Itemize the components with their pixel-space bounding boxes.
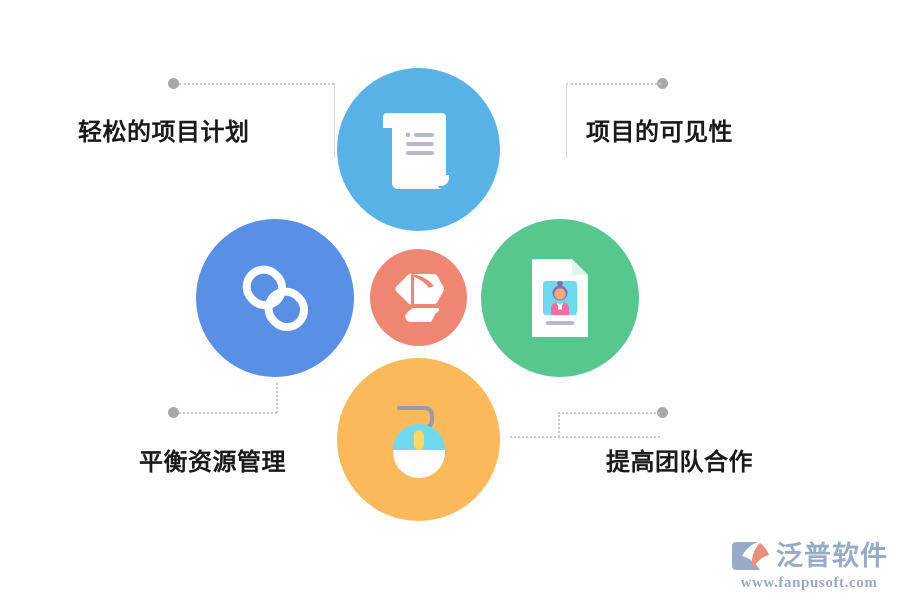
node-circle-right[interactable] [481, 219, 639, 377]
chain-link-icon [242, 265, 309, 332]
connector-dot-bottom-left [168, 407, 179, 418]
computer-mouse-icon [392, 405, 445, 478]
fanpu-logo-icon [732, 542, 769, 570]
label-bottom-right: 提高团队合作 [606, 449, 753, 476]
watermark-brand-text: 泛普软件 [776, 540, 888, 571]
connector-line-bottom-right-horizontal [510, 436, 660, 438]
connector-line-bottom-right-upper [558, 412, 660, 414]
node-circle-left[interactable] [196, 219, 354, 377]
connector-line-bottom-right-vertical [558, 412, 560, 437]
node-circle-bottom[interactable] [337, 358, 500, 521]
connector-dot-bottom-right [657, 407, 668, 418]
connector-line-top-right-vertical [566, 83, 567, 158]
connector-line-top-right-horizontal [566, 83, 661, 85]
leaf-hexagon-logo-icon [394, 272, 444, 322]
id-card-document-icon [532, 259, 588, 337]
node-circle-center[interactable] [370, 249, 467, 346]
connector-line-bottom-left-vertical [276, 383, 278, 413]
label-top-right: 项目的可见性 [586, 119, 733, 146]
label-top-left: 轻松的项目计划 [78, 119, 250, 146]
connector-line-top-left-vertical [334, 83, 335, 158]
connector-line-top-left-horizontal [179, 83, 334, 85]
label-bottom-left: 平衡资源管理 [139, 449, 286, 476]
node-circle-top[interactable] [337, 68, 500, 231]
connector-line-bottom-left-horizontal [179, 412, 277, 414]
watermark-url: www.fanpusoft.com [740, 575, 878, 591]
connector-dot-top-right [657, 78, 668, 89]
connector-dot-top-left [168, 78, 179, 89]
watermark: 泛普软件 www.fanpusoft.com [730, 538, 888, 592]
watermark-brand-row: 泛普软件 [730, 538, 888, 574]
scroll-document-icon [382, 112, 449, 189]
